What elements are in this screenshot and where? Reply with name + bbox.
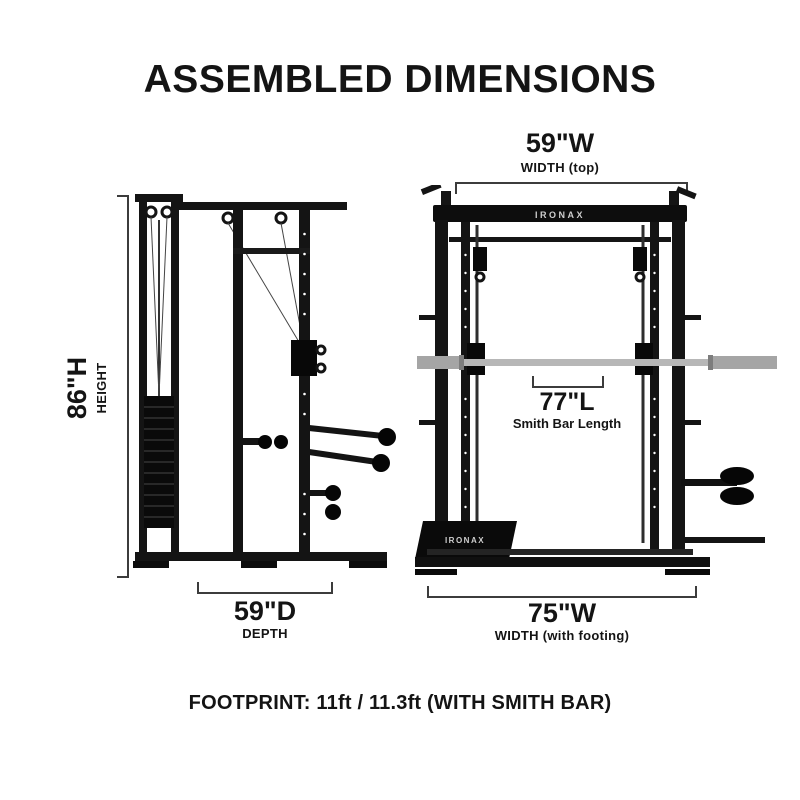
height-annotation: 86"H HEIGHT: [59, 318, 111, 458]
width-footing-value: 75"W: [527, 598, 597, 628]
height-label: HEIGHT: [93, 362, 109, 414]
leg-developer: [681, 467, 765, 543]
weight-stack: [144, 396, 174, 528]
smith-bar-dimension-bracket: [532, 376, 604, 388]
footprint-note: FOOTPRINT: 11ft / 11.3ft (WITH SMITH BAR…: [188, 692, 612, 714]
width-top-dimension-bracket: [455, 182, 688, 194]
width-footing-dimension-bracket: [427, 586, 697, 598]
width-top-label: WIDTH (top): [520, 160, 600, 175]
side-view-carriage: [291, 340, 327, 376]
side-view-machine-illustration: [133, 194, 396, 568]
side-view-top-beam: [179, 202, 347, 343]
depth-dimension-bracket: [197, 582, 333, 594]
page-title: ASSEMBLED DIMENSIONS: [143, 58, 657, 101]
brand-logo-base: IRONAX: [445, 536, 485, 545]
weight-storage-pegs: [419, 315, 701, 425]
front-view-top-attachments: [420, 185, 697, 207]
side-view-press-arms: [308, 425, 396, 472]
smith-bar-label: Smith Bar Length: [512, 416, 622, 431]
front-view-machine-illustration: IRONAX: [415, 185, 777, 575]
brand-logo-top: IRONAX: [535, 210, 585, 220]
side-view-base: [133, 552, 387, 568]
front-view-pulley-trolleys: [473, 247, 647, 283]
height-value: 86"H: [61, 356, 92, 420]
side-view-leg-rollers: [237, 435, 341, 520]
front-view-top-crossbar: IRONAX: [433, 205, 687, 222]
depth-value: 59"D: [233, 596, 297, 626]
upright-holes: [464, 253, 656, 509]
depth-label: DEPTH: [242, 626, 288, 641]
smith-bar: [417, 355, 777, 370]
width-footing-label: WIDTH (with footing): [494, 628, 630, 643]
height-dimension-bracket: [117, 195, 129, 578]
side-view-cable-tower: [135, 194, 183, 556]
front-view-uprights: [435, 220, 685, 552]
side-view-columns: [233, 202, 310, 556]
width-top-value: 59"W: [525, 128, 595, 158]
smith-bar-value: 77"L: [539, 388, 595, 416]
pull-up-bar: [449, 237, 671, 242]
front-view-base: [415, 549, 710, 575]
